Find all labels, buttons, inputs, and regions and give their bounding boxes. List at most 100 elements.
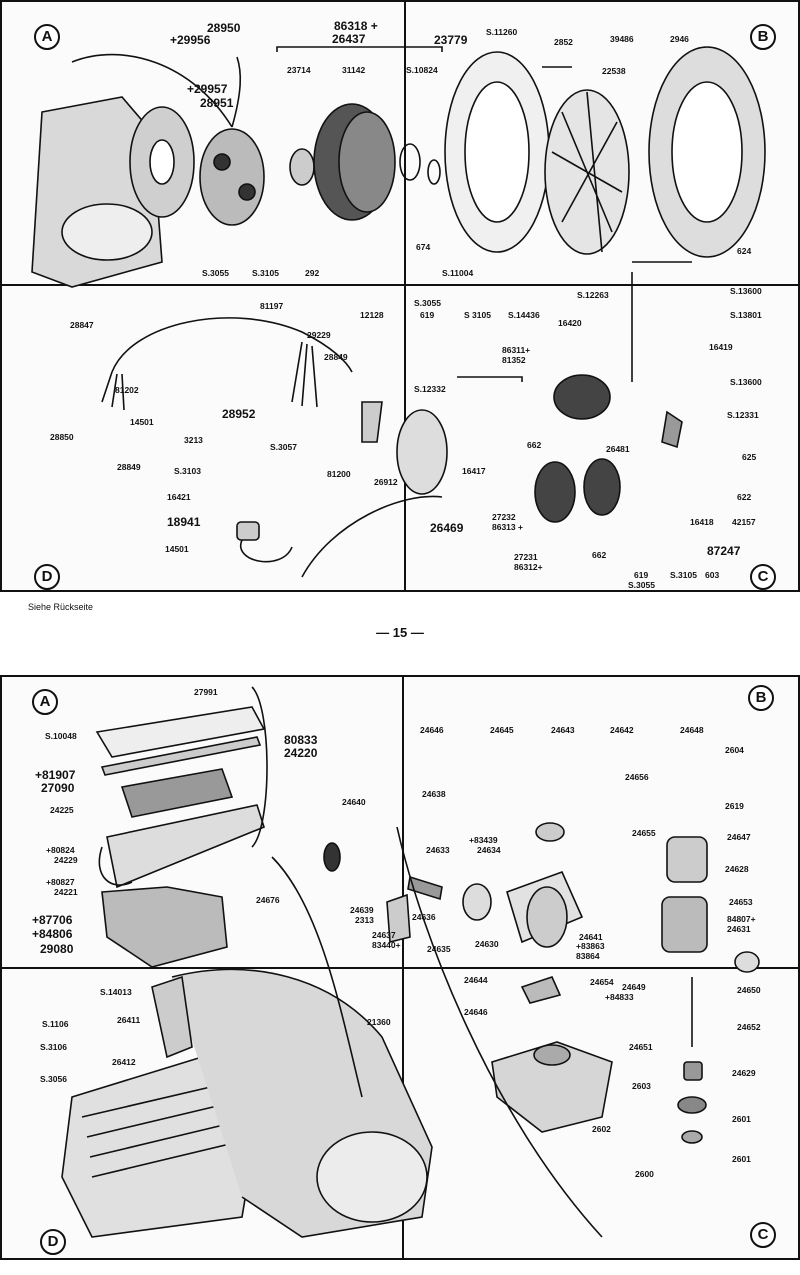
plate-divider-vertical	[404, 2, 406, 590]
part-number: 662	[592, 550, 607, 560]
part-number: 28849	[324, 352, 348, 362]
part-number: S.13600	[730, 377, 762, 387]
part-number: S 3105	[464, 310, 491, 320]
part-number: S.10048	[45, 731, 77, 741]
part-number: 81352	[502, 355, 526, 365]
part-number: 14501	[165, 544, 189, 554]
part-number: 16417	[462, 466, 486, 476]
part-number: 2600	[635, 1169, 654, 1179]
part-number: S.14436	[508, 310, 540, 320]
quadrant-label-b: B	[750, 24, 776, 50]
plate-divider-horizontal	[2, 967, 798, 969]
part-number: S.3106	[40, 1042, 67, 1052]
part-number: 39486	[610, 34, 634, 44]
part-number: 619	[420, 310, 435, 320]
part-number: S.3056	[40, 1074, 67, 1084]
part-number: S.3105	[252, 268, 279, 278]
part-number: 24644	[464, 975, 488, 985]
part-number: 22538	[602, 66, 626, 76]
part-number: 28951	[200, 96, 234, 110]
part-number: 16419	[709, 342, 733, 352]
part-number: +84833	[605, 992, 634, 1002]
part-number: S.3057	[270, 442, 297, 452]
part-number: 24229	[54, 855, 78, 865]
part-number: 26412	[112, 1057, 136, 1067]
part-number: 24648	[680, 725, 704, 735]
part-number: 2604	[725, 745, 744, 755]
part-number: 24635	[427, 944, 451, 954]
part-number: 24629	[732, 1068, 756, 1078]
part-number: 24646	[464, 1007, 488, 1017]
part-number: 24652	[737, 1022, 761, 1032]
part-number: 28847	[70, 320, 94, 330]
part-number: +87706	[32, 913, 73, 927]
part-number: +84806	[32, 927, 73, 941]
page-number: — 15 —	[376, 625, 424, 640]
part-number: 24634	[477, 845, 501, 855]
part-number: +29957	[187, 82, 228, 96]
part-number: 24636	[412, 912, 436, 922]
part-number: 81197	[260, 301, 284, 311]
part-number: 24647	[727, 832, 751, 842]
part-number: +83863	[576, 941, 605, 951]
part-number: 24221	[54, 887, 78, 897]
part-number: 2602	[592, 1124, 611, 1134]
part-number: 26912	[374, 477, 398, 487]
part-number: 14501	[130, 417, 154, 427]
part-number: 24642	[610, 725, 634, 735]
part-number: 24654	[590, 977, 614, 987]
part-number: 619	[634, 570, 649, 580]
part-number: 28850	[50, 432, 74, 442]
part-number: 24638	[422, 789, 446, 799]
part-number: 27231	[514, 552, 538, 562]
part-number: 2946	[670, 34, 689, 44]
part-number: S.3103	[174, 466, 201, 476]
part-number: 86318 +	[334, 19, 378, 33]
part-number: 29080	[40, 942, 74, 956]
part-number: 622	[737, 492, 752, 502]
part-number: 26481	[606, 444, 630, 454]
part-number: 26411	[117, 1015, 141, 1025]
part-number: 24220	[284, 746, 318, 760]
part-number: 26437	[332, 32, 366, 46]
part-number: 84807+	[727, 914, 756, 924]
part-number: 3213	[184, 435, 203, 445]
part-number: 2313	[355, 915, 374, 925]
quadrant-label-d: D	[34, 564, 60, 590]
part-number: 81202	[115, 385, 139, 395]
part-number: 83440+	[372, 940, 401, 950]
part-number: 16420	[558, 318, 582, 328]
part-number: S.13801	[730, 310, 762, 320]
part-number: S.3055	[628, 580, 655, 590]
part-number: 662	[527, 440, 542, 450]
plate-divider-horizontal	[2, 284, 798, 286]
part-number: 2601	[732, 1114, 751, 1124]
part-number: 2852	[554, 37, 573, 47]
part-number: 24643	[551, 725, 575, 735]
part-number: +83439	[469, 835, 498, 845]
part-number: 624	[737, 246, 752, 256]
part-number: 24653	[729, 897, 753, 907]
quadrant-label-b: B	[748, 685, 774, 711]
part-number: 42157	[732, 517, 756, 527]
quadrant-label-c: C	[750, 564, 776, 590]
part-number: S.14013	[100, 987, 132, 997]
part-number: +80824	[46, 845, 75, 855]
part-number: S.13600	[730, 286, 762, 296]
part-number: 2603	[632, 1081, 651, 1091]
part-number: S.12263	[577, 290, 609, 300]
part-number: 24637	[372, 930, 396, 940]
part-number: 87247	[707, 544, 741, 558]
part-number: S.3055	[202, 268, 229, 278]
part-number: S.1106	[42, 1019, 69, 1029]
part-number: 16421	[167, 492, 191, 502]
part-number: 24656	[625, 772, 649, 782]
part-number: 24655	[632, 828, 656, 838]
part-number: 24639	[350, 905, 374, 915]
part-number: 24640	[342, 797, 366, 807]
part-number: 83864	[576, 951, 600, 961]
caption-see-reverse: Siehe Rückseite	[28, 602, 94, 612]
magneto-ignition-exploded-drawing	[31, 46, 766, 578]
part-number: 24630	[475, 939, 499, 949]
part-number: 12128	[360, 310, 384, 320]
